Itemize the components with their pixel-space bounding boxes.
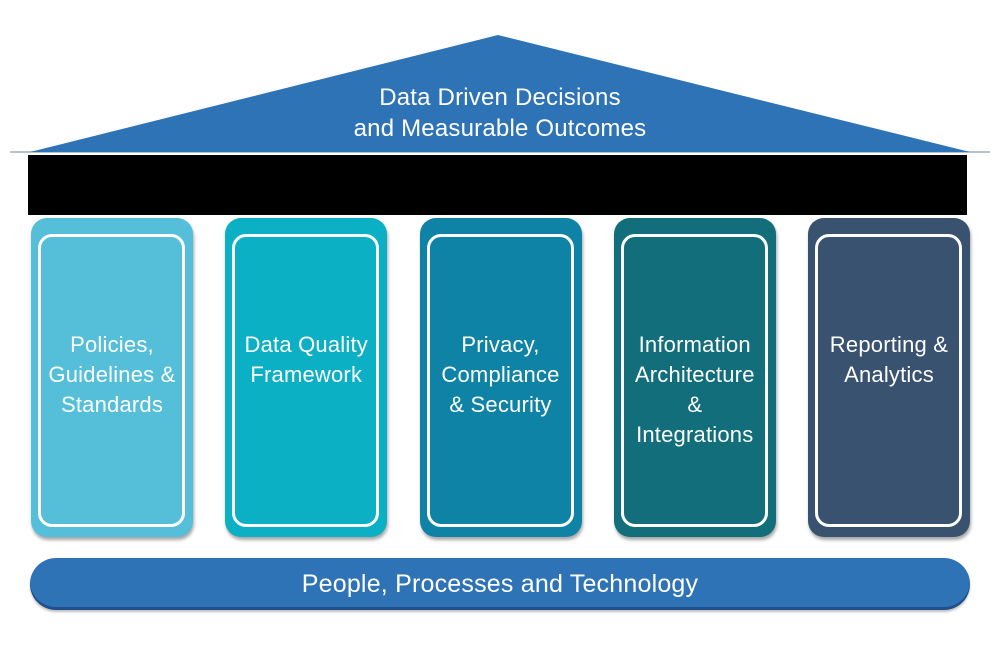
roof-label: Data Driven Decisions and Measurable Out… (353, 84, 647, 142)
pillar-label: Data Quality Framework (244, 332, 368, 387)
pillar-inner-border (38, 234, 185, 527)
pillar-label: Privacy, Compliance & Security (441, 332, 560, 417)
roof (10, 35, 990, 153)
pillar-information-architecture-integrations: Information Architecture & Integrations (613, 218, 776, 537)
foundation-label: People, Processes and Technology (301, 569, 699, 598)
foundation-bar: People, Processes and Technology (30, 558, 970, 610)
pillars-row: Policies, Guidelines & Standards Data Qu… (31, 218, 970, 537)
pillar-policies-guidelines-standards: Policies, Guidelines & Standards (31, 218, 193, 537)
roof-triangle-icon (30, 35, 970, 152)
pillar-reporting-analytics: Reporting & Analytics (808, 218, 970, 537)
entablature-bar (28, 155, 967, 215)
pillar-label: Information Architecture & Integrations (634, 332, 755, 447)
pillar-inner-border (620, 234, 768, 527)
pillar-inner-border (426, 234, 574, 527)
pillar-privacy-compliance-security: Privacy, Compliance & Security (419, 218, 582, 537)
pillar-inner-border (815, 234, 962, 527)
pillar-inner-border (232, 234, 380, 527)
pillar-label: Policies, Guidelines & Standards (48, 332, 176, 417)
pillar-label: Reporting & Analytics (829, 332, 949, 387)
pillar-data-quality-framework: Data Quality Framework (225, 218, 388, 537)
